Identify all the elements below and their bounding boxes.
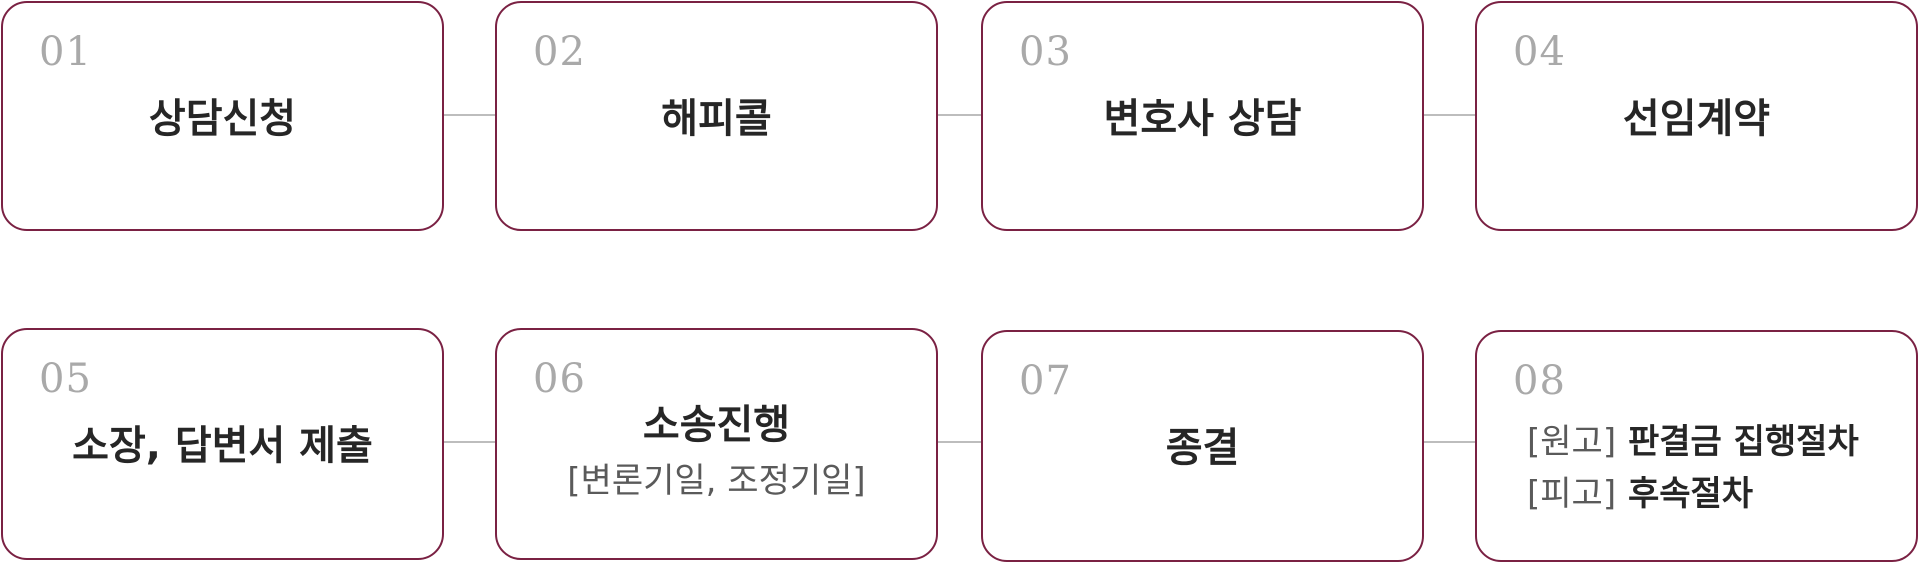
step-card-02: 02 해피콜 xyxy=(495,1,938,231)
step-number: 05 xyxy=(39,356,92,402)
connector-line xyxy=(444,114,495,116)
step-line-plaintiff: [원고] 판결금 집행절차 xyxy=(1527,416,1859,468)
step-card-07: 07 종결 xyxy=(981,330,1424,562)
step-card-01: 01 상담신청 xyxy=(1,1,444,231)
line-text: 후속절차 xyxy=(1627,474,1754,514)
step-number: 02 xyxy=(533,29,586,75)
step-number: 01 xyxy=(39,29,92,75)
step-card-08: 08 [원고] 판결금 집행절차 [피고] 후속절차 xyxy=(1475,330,1918,562)
step-number: 06 xyxy=(533,356,586,402)
step-lines: [원고] 판결금 집행절차 [피고] 후속절차 xyxy=(1527,416,1859,520)
step-line-defendant: [피고] 후속절차 xyxy=(1527,468,1859,520)
step-subtitle: [변론기일, 조정기일] xyxy=(567,461,866,501)
connector-line xyxy=(1424,441,1475,443)
connector-line xyxy=(444,441,495,443)
line-tag: [원고] xyxy=(1527,422,1617,462)
connector-line xyxy=(938,114,981,116)
step-card-06: 06 소송진행 [변론기일, 조정기일] xyxy=(495,328,938,560)
connector-line xyxy=(938,441,981,443)
step-title: 상담신청 xyxy=(148,96,297,142)
connector-line xyxy=(1424,114,1475,116)
step-title: 해피콜 xyxy=(661,96,772,142)
line-tag: [피고] xyxy=(1527,474,1617,514)
step-card-04: 04 선임계약 xyxy=(1475,1,1918,231)
step-title: 변호사 상담 xyxy=(1103,96,1302,142)
step-number: 04 xyxy=(1513,29,1566,75)
step-card-05: 05 소장, 답변서 제출 xyxy=(1,328,444,560)
step-number: 08 xyxy=(1513,358,1566,404)
step-title: 종결 xyxy=(1165,425,1240,471)
step-number: 07 xyxy=(1019,358,1072,404)
step-card-03: 03 변호사 상담 xyxy=(981,1,1424,231)
step-number: 03 xyxy=(1019,29,1072,75)
step-title: 소장, 답변서 제출 xyxy=(72,423,373,469)
line-text: 판결금 집행절차 xyxy=(1627,422,1859,462)
step-title: 선임계약 xyxy=(1622,96,1771,142)
step-title: 소송진행 xyxy=(642,402,791,448)
